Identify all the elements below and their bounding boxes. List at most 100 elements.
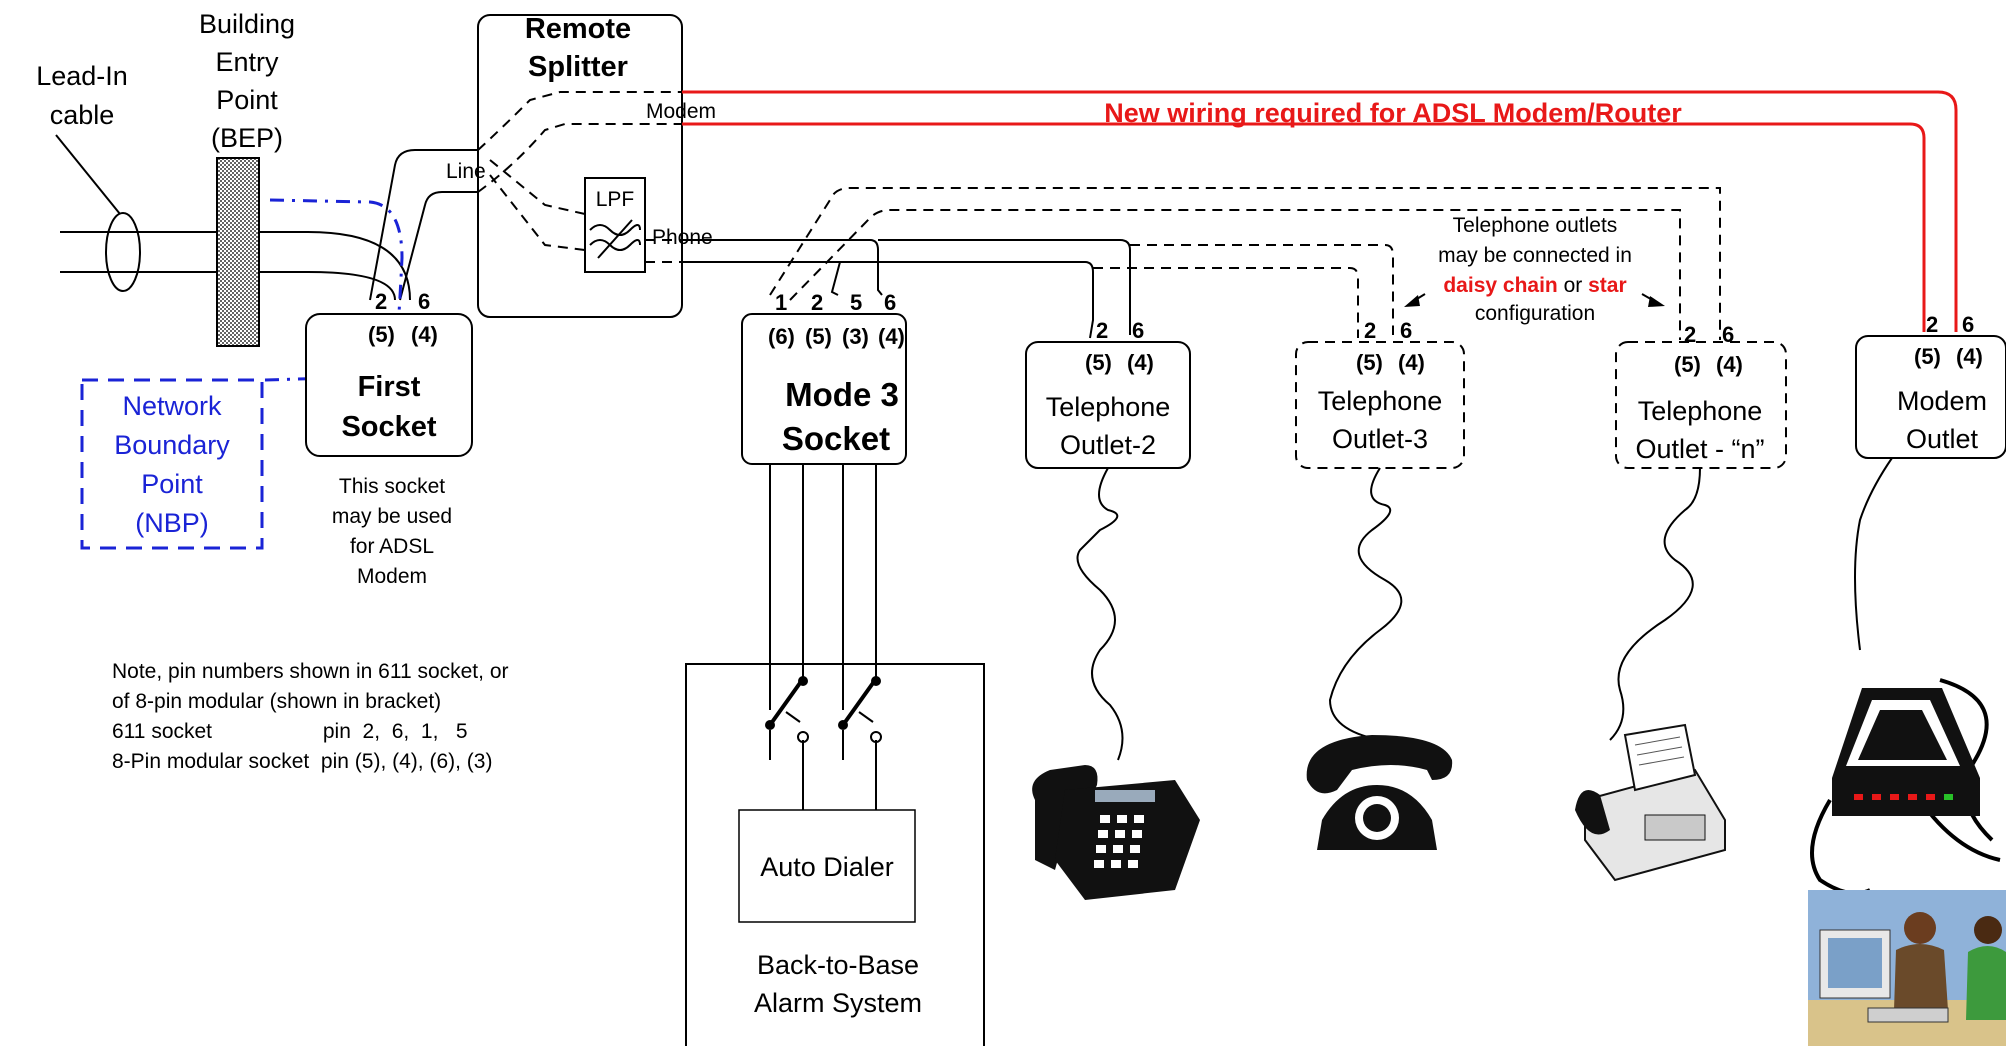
new-wiring-label: New wiring required for ADSL Modem/Route… [1104,98,1682,128]
first-socket-label-2: Socket [341,411,436,443]
lead-in-cable [55,134,308,292]
telephone-outlet-3 [1295,341,1465,469]
chain-arrows [1404,293,1665,307]
modem-cord [1854,457,1893,651]
computer-user-icon [1808,890,2006,1046]
outlet2-pin-2: 2 [1096,318,1108,343]
outletn-pin-4: (4) [1716,352,1743,377]
daisy-chain-text: daisy chain [1443,274,1557,297]
auto-dialer [738,809,916,923]
phone-wiring [682,187,1721,340]
alarm-label-2: Alarm System [754,988,922,1018]
note-line-4: 8-Pin modular socket pin (5), (4), (6), … [112,750,492,773]
first-socket [305,313,473,457]
modem-outlet [1855,335,2006,459]
outletn-pin-6: 6 [1722,322,1734,347]
outlet2-label-2: Outlet-2 [1060,430,1156,460]
outletn-pin-2: 2 [1684,322,1696,347]
outlet3-pin-5: (5) [1356,350,1383,375]
first-socket-pin-5: (5) [368,322,395,347]
outlet3-pin-2: 2 [1364,318,1376,343]
mode3-pin-5: 5 [850,290,862,315]
new-wiring-line-2 [682,122,1926,332]
rotary-phone-icon [1306,735,1453,850]
first-socket-label-1: First [358,371,421,403]
outlet2-pin-4: (4) [1127,350,1154,375]
mode3-label-1: Mode 3 [785,376,899,413]
outlet3-label-1: Telephone [1318,386,1443,416]
nbp-label-4: (NBP) [135,508,209,538]
modem-outlet-pin-6: 6 [1962,312,1974,337]
alarm-label-1: Back-to-Base [757,950,919,980]
lpf-label: LPF [596,188,635,211]
arrow-right-icon [1648,296,1665,307]
modem-outlet-pin-5: (5) [1914,344,1941,369]
line-wires [307,149,478,301]
chain-note-line-2: may be connected in [1438,244,1632,267]
chain-or-text: or [1558,274,1588,297]
nbp-boundary-line [269,198,404,361]
bep-label-2: Entry [215,47,279,77]
fax-machine-icon [1575,723,1726,882]
mode3-label-2: Socket [782,420,890,457]
splitter-modem-port: Modem [646,100,716,123]
bep-label-4: (BEP) [211,123,283,153]
remote-splitter-label-2: Splitter [528,51,628,83]
nbp-label-3: Point [141,469,203,499]
outlet2-pin-5: (5) [1085,350,1112,375]
outlet3-pin-6: 6 [1400,318,1412,343]
splitter-internal-wiring [477,91,682,263]
lead-in-label-2: cable [50,100,115,130]
modem-outlet-label-2: Outlet [1906,424,1979,454]
bep-label-3: Point [216,85,278,115]
mode3-pin-3-bracket: (3) [842,324,869,349]
modem-outlet-label-1: Modem [1897,386,1987,416]
star-text: star [1588,274,1627,297]
mode3-pin-5-bracket: (5) [805,324,832,349]
lpf-filter-icon [589,219,641,259]
outletn-label-2: Outlet - “n” [1635,434,1764,464]
outletn-label-1: Telephone [1638,396,1763,426]
auto-dialer-label: Auto Dialer [760,852,894,882]
modem-outlet-pin-2: 2 [1926,312,1938,337]
first-socket-note-1: This socket [339,475,445,498]
outlet3-pin-4: (4) [1398,350,1425,375]
modem-outlet-pin-4: (4) [1956,344,1983,369]
outlet3-cord [1328,467,1403,741]
cable-sleeve-icon [105,212,141,292]
mode3-pin-1: 1 [775,290,787,315]
remote-splitter-label-1: Remote [525,13,631,45]
first-socket-note-4: Modem [357,565,427,588]
mode3-pin-6: 6 [884,290,896,315]
building-entry-point [216,157,260,347]
alarm-switch-icon-2 [838,676,882,743]
first-socket-pin-6: 6 [418,289,430,314]
mode3-pin-4-bracket: (4) [878,324,905,349]
lead-in-label-1: Lead-In [36,61,128,91]
chain-note-line-1: Telephone outlets [1453,214,1618,237]
outlet2-pin-6: 6 [1132,318,1144,343]
chain-note-line-3: daisy chain or star [1443,274,1626,297]
bep-label-1: Building [199,9,295,39]
mode3-socket [741,313,907,465]
note-line-2: of 8-pin modular (shown in bracket) [112,690,441,713]
chain-note-line-4: configuration [1475,302,1595,325]
new-wiring-line-1 [682,90,1958,332]
first-socket-pin-2: 2 [375,289,387,314]
arrow-left-icon [1404,295,1420,307]
outlet2-cord [1076,467,1124,761]
alarm-wiring [769,464,877,810]
outlet2-label-1: Telephone [1046,392,1171,422]
adsl-modem-icon [1832,688,1980,816]
mode3-pin-6-bracket: (6) [768,324,795,349]
first-socket-pin-4: (4) [411,322,438,347]
mode3-pin-2: 2 [811,290,823,315]
first-socket-note-2: may be used [332,505,452,528]
outletn-pin-5: (5) [1674,352,1701,377]
alarm-system-box [685,663,985,1046]
network-boundary-point-box [80,378,264,550]
note-line-1: Note, pin numbers shown in 611 socket, o… [112,660,509,683]
nbp-label-2: Boundary [114,430,230,460]
nbp-label-1: Network [122,391,222,421]
